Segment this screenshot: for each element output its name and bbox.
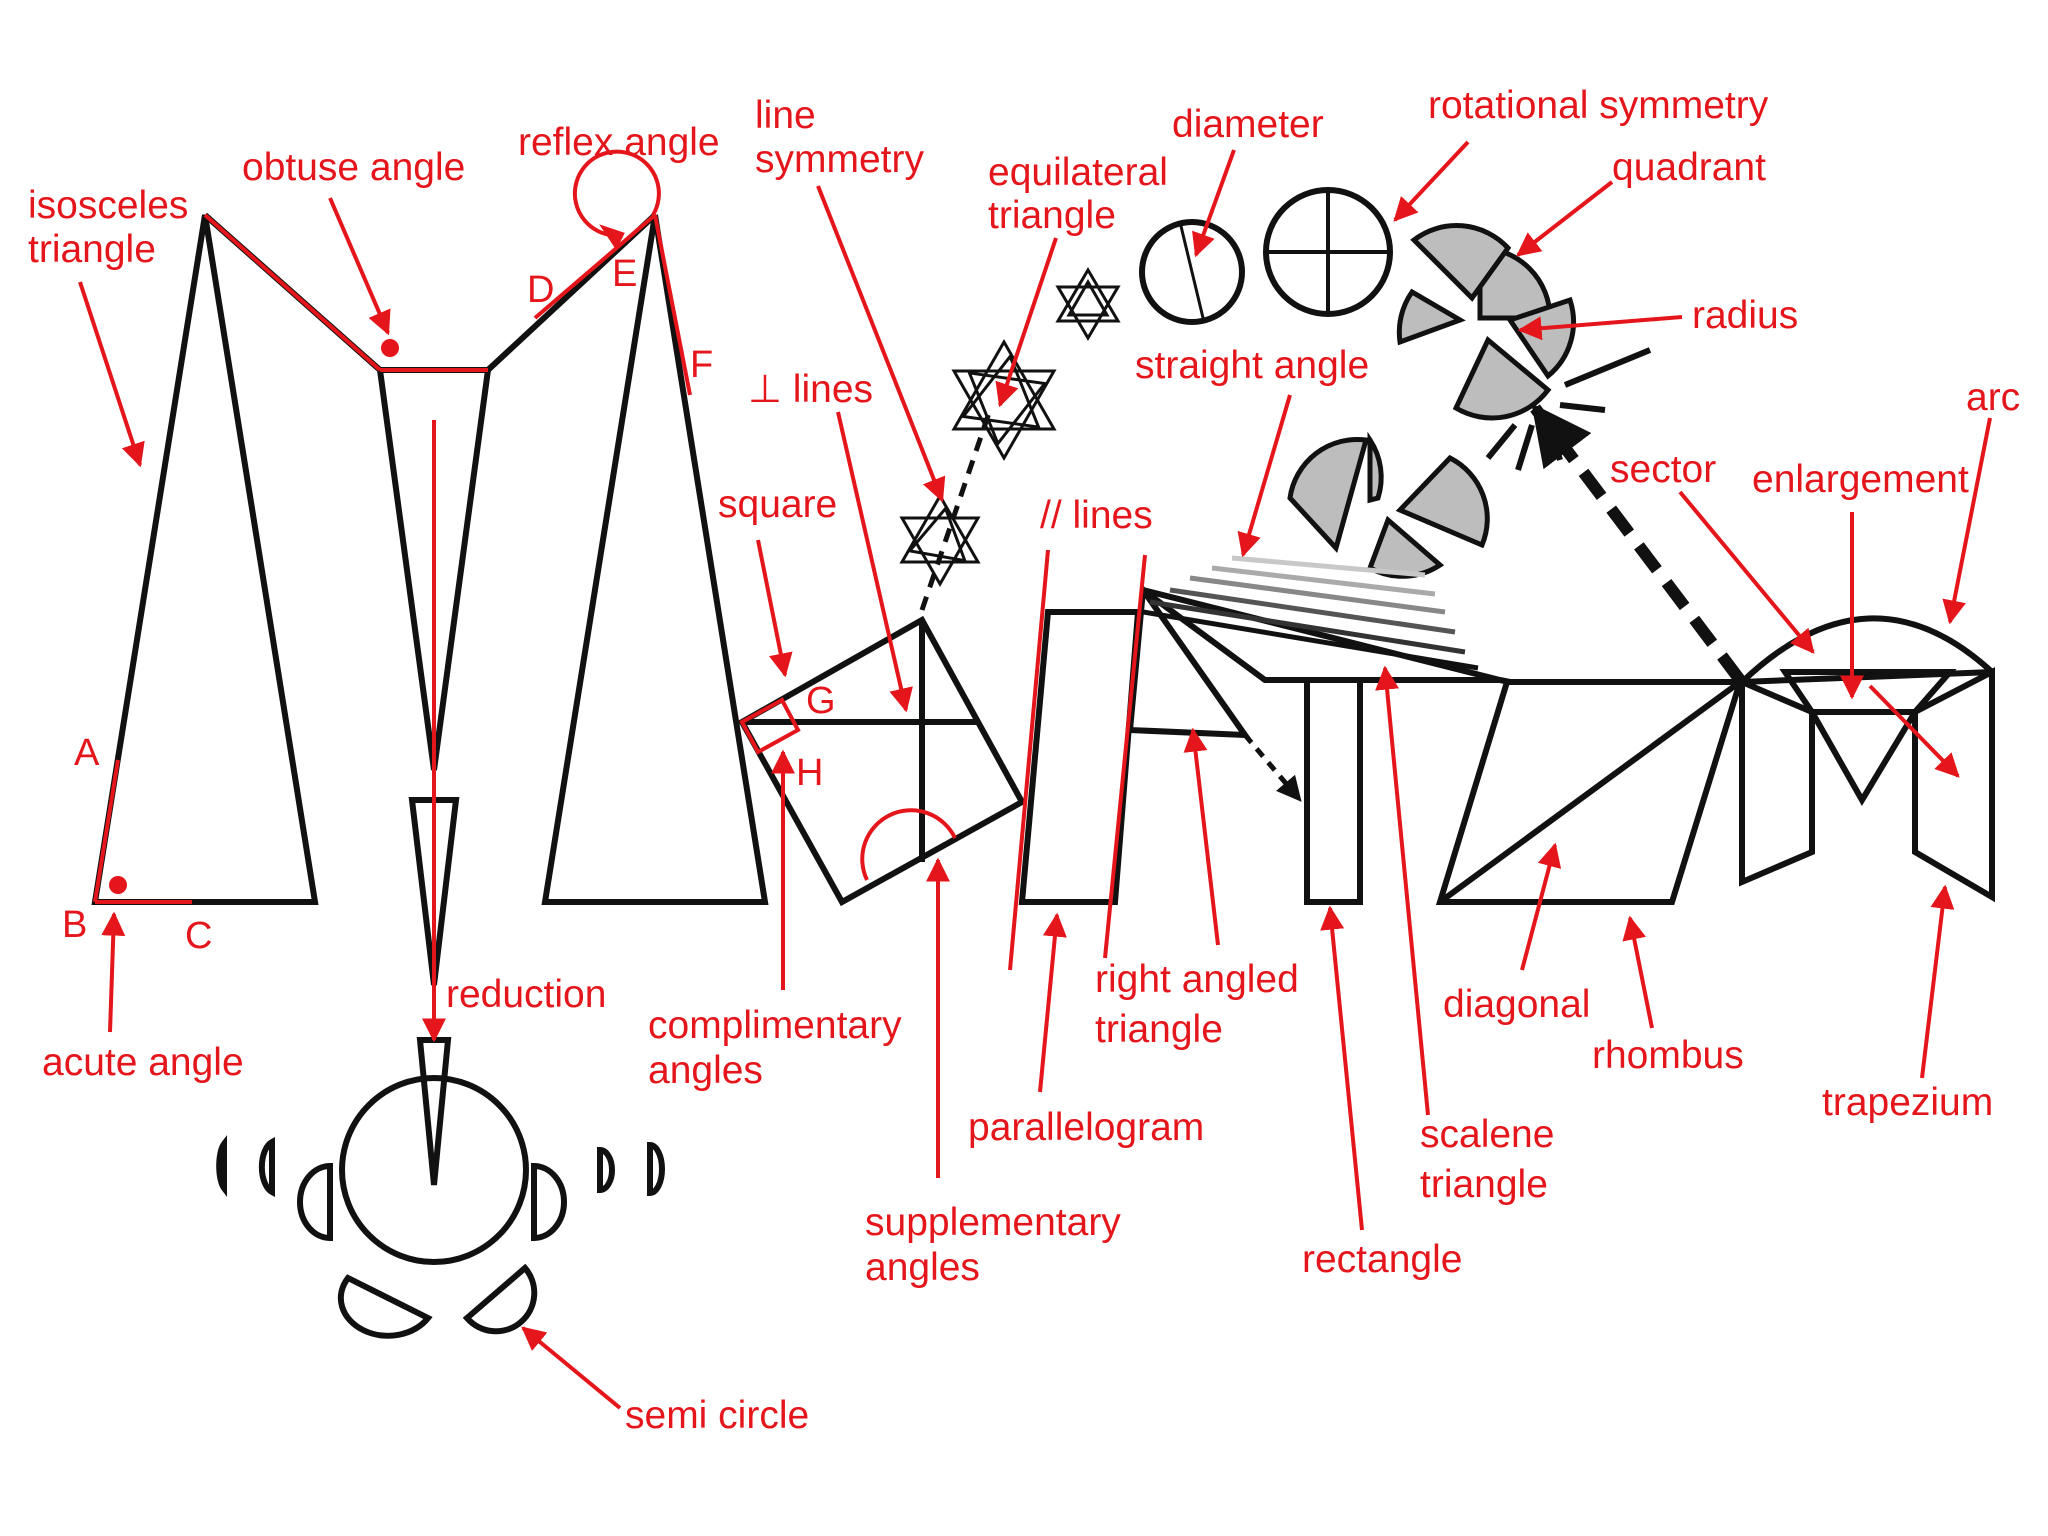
label-line-symmetry: line: [755, 94, 816, 137]
quadrant-8: [1395, 454, 1490, 549]
label-reduction: reduction: [446, 973, 606, 1016]
label-right-angled: right angled: [1095, 958, 1299, 1001]
quadrant-4: [1452, 336, 1552, 421]
label-enlargement: enlargement: [1752, 458, 1969, 501]
stars: [899, 267, 1121, 588]
quadrant-3: [1396, 288, 1466, 346]
label-semi-circle: semi circle: [625, 1394, 809, 1437]
semi-circle-l3: [297, 1162, 333, 1242]
label-diagonal: diagonal: [1443, 983, 1590, 1026]
label-scalene: scalene: [1420, 1113, 1554, 1156]
point-d: D: [527, 269, 554, 311]
head-circle: [339, 1075, 529, 1265]
semi-circle-b1: [337, 1274, 433, 1339]
isosceles-triangle-right: [541, 214, 769, 905]
semi-circle-l2: [258, 1137, 275, 1197]
star-large: [951, 338, 1057, 462]
label-sector: sector: [1610, 448, 1716, 491]
figure-shapes: [91, 187, 1995, 1265]
label-scalene-2: triangle: [1420, 1163, 1548, 1206]
quadrant-circles: [1287, 223, 1576, 579]
label-isosceles: isosceles: [28, 184, 188, 227]
label-rhombus: rhombus: [1592, 1034, 1744, 1077]
labels: isosceles triangle obtuse angle reflex a…: [28, 84, 2020, 1437]
label-complimentary: complimentary: [648, 1004, 902, 1047]
triangle-dashed-arrow: [1243, 733, 1302, 802]
rotated-square: [737, 615, 1027, 907]
quadrant-2: [1410, 223, 1512, 302]
arc-base-line: [1741, 669, 1993, 685]
point-g: G: [806, 680, 836, 722]
diagonal-line: [1438, 679, 1742, 905]
straight-angle-lines: [1142, 555, 1479, 671]
label-supplementary-2: angles: [865, 1246, 980, 1289]
label-quadrant: quadrant: [1612, 146, 1766, 189]
quadrant-6: [1287, 436, 1370, 554]
arc-cap: [1739, 615, 1995, 685]
label-radius: radius: [1692, 294, 1798, 337]
radiating-lines: [1485, 347, 1652, 471]
label-square: square: [718, 483, 837, 526]
star-small: [1055, 267, 1121, 341]
rectangle: [1304, 677, 1363, 905]
label-reflex-angle: reflex angle: [518, 121, 720, 164]
label-line-symmetry-2: symmetry: [755, 138, 924, 181]
rhombus-top-extension: [1499, 677, 1511, 685]
quadrant-9: [1366, 515, 1445, 579]
label-obtuse-angle: obtuse angle: [242, 146, 465, 189]
label-rectangle: rectangle: [1302, 1238, 1462, 1281]
label-complimentary-2: angles: [648, 1049, 763, 1092]
label-trapezium: trapezium: [1822, 1081, 1993, 1124]
semi-circle-l1: [216, 1135, 227, 1197]
rhombus: [1435, 679, 1745, 905]
label-parallel-lines: // lines: [1040, 494, 1153, 537]
label-isosceles-2: triangle: [28, 228, 156, 271]
point-e: E: [612, 253, 637, 295]
star-dashed-line: [919, 409, 993, 611]
label-parallelogram: parallelogram: [968, 1106, 1204, 1149]
point-a: A: [74, 732, 100, 774]
point-b: B: [62, 904, 87, 946]
quadrant-7: [1367, 431, 1384, 504]
big-dashed-arrow: [1530, 403, 1745, 684]
label-acute-angle: acute angle: [42, 1041, 244, 1084]
label-diameter: diameter: [1172, 103, 1324, 146]
annotations: [78, 140, 1992, 1410]
semi-circle-r2: [597, 1146, 615, 1194]
semi-circles: [216, 1135, 665, 1339]
label-arc: arc: [1966, 376, 2020, 419]
point-f: F: [690, 344, 713, 386]
label-equilateral-2: triangle: [988, 194, 1116, 237]
star-medium: [899, 492, 981, 588]
isosceles-triangle-left: [91, 214, 319, 905]
tiny-inverted-triangle: [416, 1037, 452, 1186]
label-equilateral: equilateral: [988, 151, 1168, 194]
inner-v: [1809, 710, 1918, 806]
label-supplementary: supplementary: [865, 1201, 1121, 1244]
label-right-angled-2: triangle: [1095, 1008, 1223, 1051]
diameter-circle: [1139, 219, 1245, 325]
right-trapezium: [1912, 667, 1995, 903]
point-h: H: [796, 752, 823, 794]
semi-circle-b2: [462, 1263, 538, 1335]
label-perp-lines: ⊥ lines: [748, 368, 873, 411]
left-trapezium: [1739, 677, 1815, 887]
diameter-line: [1178, 221, 1206, 323]
point-c: C: [185, 915, 212, 957]
label-rotational-symmetry: rotational symmetry: [1428, 84, 1769, 127]
label-straight-angle: straight angle: [1135, 344, 1369, 387]
parallelogram: [1018, 609, 1142, 905]
semi-circle-r1: [531, 1162, 567, 1242]
semi-circle-r3: [647, 1141, 665, 1197]
neck-outline: [203, 212, 658, 373]
